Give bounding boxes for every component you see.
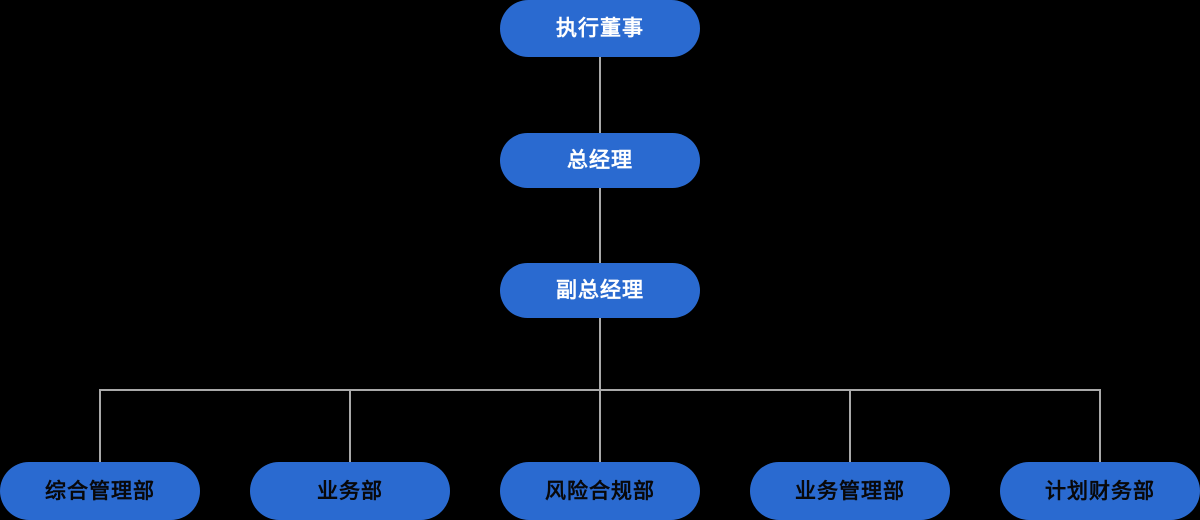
connector-gm-to-dgm (599, 188, 601, 263)
org-node-label: 计划财务部 (1045, 479, 1155, 503)
org-node-general-manager[interactable]: 总经理 (500, 133, 700, 188)
connector-bus-to-business-management-dept (849, 389, 851, 462)
connector-bus-to-general-admin-dept (99, 389, 101, 462)
connector-department-bus (100, 389, 1100, 391)
org-node-general-admin-dept[interactable]: 综合管理部 (0, 462, 200, 520)
org-node-planning-finance-dept[interactable]: 计划财务部 (1000, 462, 1200, 520)
org-node-label: 风险合规部 (545, 479, 655, 503)
connector-bus-to-business-dept (349, 389, 351, 462)
org-node-label: 业务部 (317, 479, 383, 503)
org-node-risk-compliance-dept[interactable]: 风险合规部 (500, 462, 700, 520)
org-node-label: 副总经理 (556, 279, 644, 302)
org-node-label: 执行董事 (556, 17, 644, 40)
org-node-exec-director[interactable]: 执行董事 (500, 0, 700, 57)
org-node-business-management-dept[interactable]: 业务管理部 (750, 462, 950, 520)
connector-exec-to-gm (599, 57, 601, 133)
org-node-label: 总经理 (567, 149, 633, 172)
org-node-deputy-general-manager[interactable]: 副总经理 (500, 263, 700, 318)
org-node-business-dept[interactable]: 业务部 (250, 462, 450, 520)
org-node-label: 业务管理部 (795, 479, 905, 503)
org-node-label: 综合管理部 (45, 479, 155, 503)
connector-bus-to-planning-finance-dept (1099, 389, 1101, 462)
